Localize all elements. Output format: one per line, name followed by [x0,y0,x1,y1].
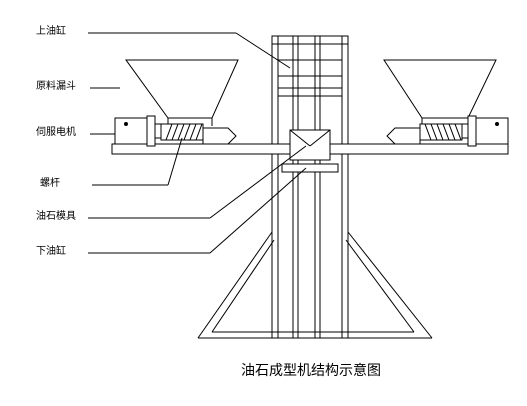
leader-lines [88,32,307,254]
left-hopper [125,59,239,126]
right-screw [386,123,463,145]
label-upper-cylinder: 上油缸 [36,26,66,37]
label-screw: 螺杆 [40,178,60,189]
label-mold: 油石模具 [36,211,76,222]
right-servo-motor [461,115,509,147]
right-hopper [383,59,497,126]
label-servo-motor: 伺服电机 [36,127,76,138]
center-column [271,35,349,339]
left-screw [160,123,237,145]
label-hopper: 原料漏斗 [36,81,76,92]
diagram-caption: 油石成型机结构示意图 [241,363,381,379]
mold-block [289,129,331,161]
left-servo-motor [114,115,162,147]
label-lower-cylinder: 下油缸 [36,246,66,257]
lower-cylinder-block [281,163,339,173]
